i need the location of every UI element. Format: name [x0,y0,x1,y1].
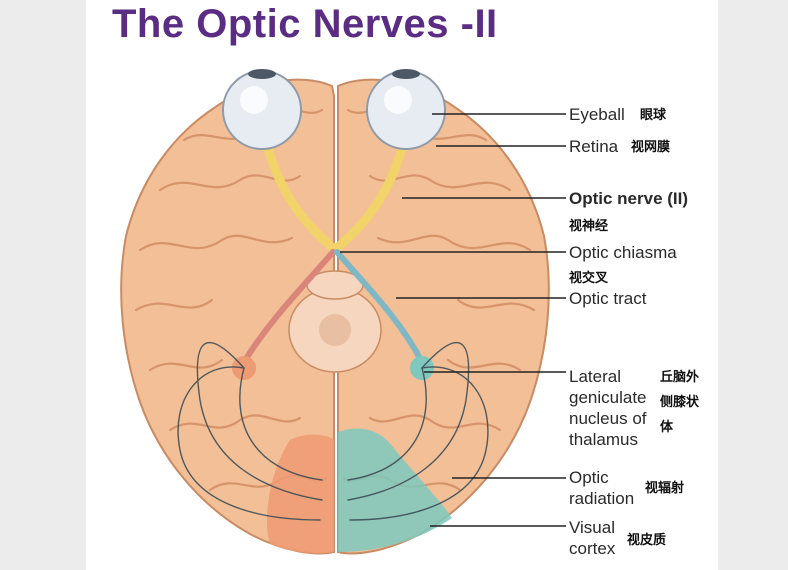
optic-tract-left [241,249,336,365]
lgn-label-line-4: thalamus [569,430,638,449]
brain [120,78,550,555]
optic-chiasma-label: Optic chiasma [569,243,677,262]
optic-nerve-label: Optic nerve (II) [569,189,689,208]
visual-cortex-label-zh: 视皮质 [627,533,667,548]
radiation-right-3 [347,367,427,481]
lgn-label-zh-3: 体 [660,420,674,435]
optic-tract-label: Optic tract [569,289,647,308]
lgn-label-zh-1: 丘脑外 [660,370,700,385]
optic-nerve-label-zh: 视神经 [569,219,609,234]
lgn-label-line-3: nucleus of [569,409,647,428]
optic-nerve-left [263,143,338,253]
radiation-right-2 [347,341,470,501]
optic-radiation-label-zh: 视辐射 [645,481,685,496]
optic-radiation-label-line-2: radiation [569,489,635,508]
eyeballs [222,69,446,150]
retina-label: Retina [569,137,619,156]
radiation-left-3 [239,367,323,481]
optic-radiation-label-line-1: Optic [569,468,609,487]
page-title: The Optic Nerves -II [112,2,498,46]
optic-tract-right [334,249,425,365]
radiation-left-1 [177,366,321,521]
lgn-label-zh-2: 侧膝状 [660,395,700,410]
right-frame [718,0,788,570]
eyeball-label-zh: 眼球 [640,108,667,123]
optic-pathway [177,143,489,521]
lgn-label-line-2: geniculate [569,388,647,407]
visual-cortex-label-line-1: Visual [569,518,615,537]
retina-label-zh: 视网膜 [631,140,671,155]
visual-cortex-right [338,428,452,552]
visual-cortex-left [266,434,334,554]
left-frame [0,0,86,570]
optic-chiasma-label-zh: 视交叉 [569,271,609,286]
optic-nerve-right [332,143,407,253]
radiation-right-1 [349,366,489,521]
leader-lines [340,113,566,527]
eyeball-label: Eyeball [569,105,625,124]
lgn-label-line-1: Lateral [569,367,621,386]
left-hemisphere [120,78,335,555]
visual-cortex-label-line-2: cortex [569,539,616,558]
radiation-left-2 [196,341,323,501]
